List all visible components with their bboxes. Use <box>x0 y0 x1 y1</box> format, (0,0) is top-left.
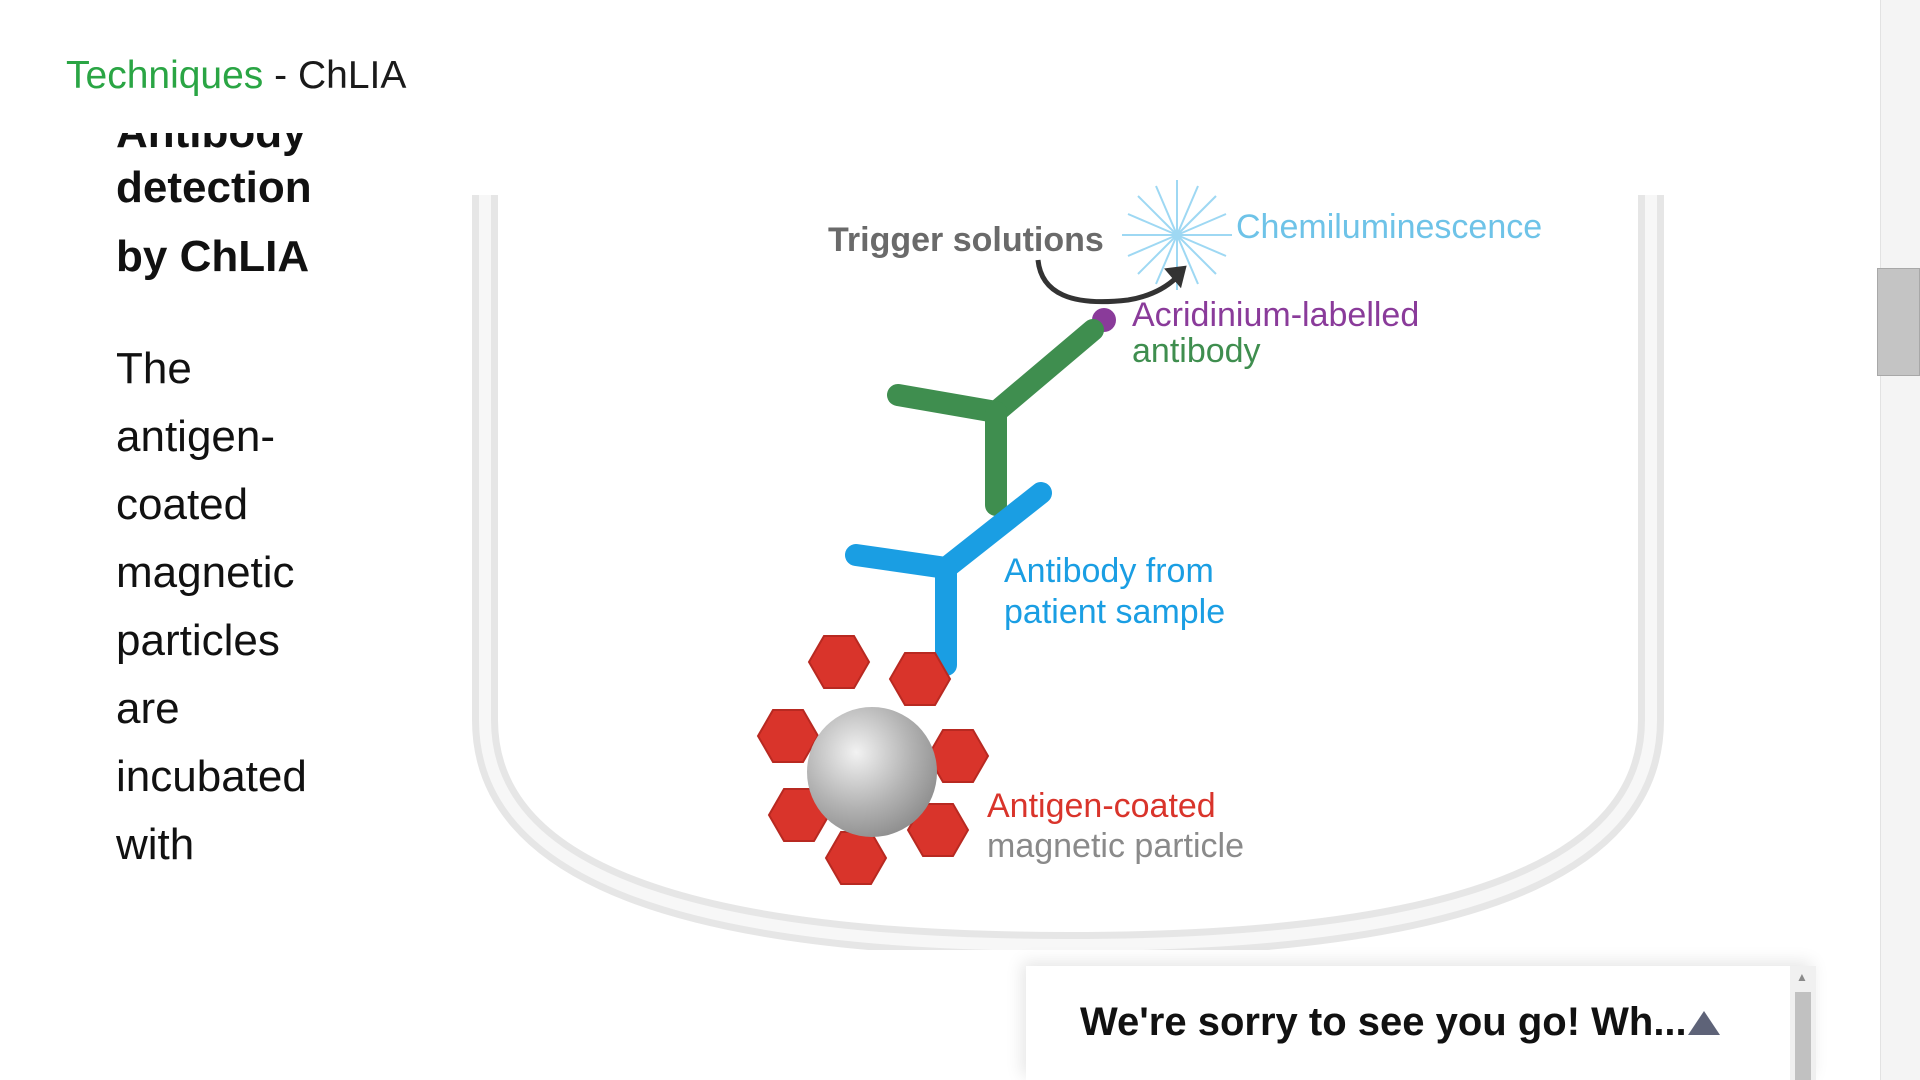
label-magnetic-particle: magnetic particle <box>987 827 1244 865</box>
header-bar <box>0 0 1880 133</box>
label-antibody-from: Antibody from <box>1004 552 1214 590</box>
chlia-diagram: Trigger solutions Chemiluminescence Acri… <box>468 150 1668 950</box>
labelled-antibody-icon <box>887 319 1104 516</box>
paragraph-line: The <box>116 344 192 393</box>
feedback-panel[interactable]: We're sorry to see you go! Wh... ▲ <box>1026 966 1816 1080</box>
trigger-arrowhead-icon <box>1164 265 1187 289</box>
antigen-hexagon <box>807 635 871 689</box>
scroll-up-arrow-icon[interactable]: ▲ <box>1796 970 1808 984</box>
breadcrumb-current: ChLIA <box>297 54 407 97</box>
trigger-arrow-icon <box>1035 259 1178 305</box>
page-scrollbar-thumb[interactable] <box>1877 268 1920 376</box>
label-trigger-solutions: Trigger solutions <box>828 221 1104 259</box>
paragraph-line: magnetic <box>116 548 295 597</box>
heading-line: by ChLIA <box>116 232 310 281</box>
label-antigen-coated: Antigen-coated <box>987 787 1216 825</box>
breadcrumb: Techniques - ChLIA <box>66 52 406 100</box>
antigen-hexagons <box>756 635 990 885</box>
antigen-hexagon <box>888 652 952 706</box>
paragraph-line: particles <box>116 616 280 665</box>
chevron-up-icon[interactable] <box>1684 1008 1724 1038</box>
antigen-hexagon <box>756 709 820 763</box>
feedback-scrollbar[interactable]: ▲ <box>1790 966 1816 1080</box>
article-text-column: Antibody detection by ChLIA The antigen-… <box>0 120 460 1080</box>
antigen-hexagon <box>824 831 888 885</box>
label-patient-sample: patient sample <box>1004 593 1225 631</box>
feedback-title: We're sorry to see you go! Wh... <box>1080 1000 1687 1044</box>
magnetic-particle <box>807 707 937 837</box>
label-acridinium-labelled: Acridinium-labelled <box>1132 296 1419 334</box>
page-scrollbar[interactable] <box>1880 0 1920 1080</box>
heading-line: detection <box>116 163 312 212</box>
paragraph-line: antigen- <box>116 412 276 461</box>
label-antibody: antibody <box>1132 332 1261 370</box>
paragraph-line: with <box>116 820 195 869</box>
feedback-scrollbar-thumb[interactable] <box>1795 992 1811 1080</box>
antigen-hexagon <box>926 729 990 783</box>
label-chemiluminescence: Chemiluminescence <box>1236 208 1542 246</box>
chlia-diagram-svg: Trigger solutions Chemiluminescence Acri… <box>472 180 1664 950</box>
chevron-up-icon-svg <box>1688 1011 1720 1035</box>
patient-antibody-icon <box>845 482 1052 676</box>
breadcrumb-separator: - <box>263 54 298 97</box>
breadcrumb-link-techniques[interactable]: Techniques <box>66 54 264 97</box>
paragraph-line: coated <box>116 480 249 529</box>
paragraph-line: are <box>116 684 180 733</box>
antigen-hexagon <box>906 803 970 857</box>
paragraph-line: incubated <box>116 752 307 801</box>
